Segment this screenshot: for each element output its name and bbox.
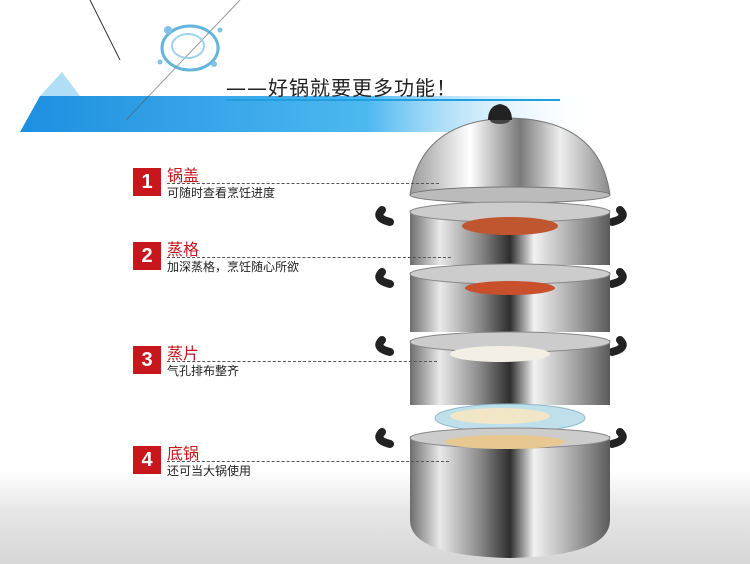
feature-number-badge: 3 <box>133 346 161 374</box>
floor-shadow <box>0 470 750 564</box>
feature-description: 还可当大锅使用 <box>167 464 252 478</box>
blue-swoosh <box>20 96 600 132</box>
feature-number-badge: 4 <box>133 446 161 474</box>
feature-title: 底锅 <box>167 444 200 463</box>
leader-line <box>167 257 451 258</box>
banner-art <box>20 0 600 132</box>
feature-description: 加深蒸格，烹饪随心所欲 <box>167 260 300 274</box>
feature-number-badge: 1 <box>133 168 161 196</box>
feature-title: 蒸格 <box>167 240 200 259</box>
water-splash-icon <box>157 24 223 72</box>
leader-line <box>167 183 439 184</box>
feature-title: 蒸片 <box>167 344 200 363</box>
feature-title: 锅盖 <box>167 166 200 185</box>
leader-line <box>167 361 437 362</box>
leader-line <box>167 461 449 462</box>
feature-description: 气孔排布整齐 <box>167 364 240 378</box>
feature-number-badge: 2 <box>133 242 161 270</box>
page-headline: ——好锅就要更多功能！ <box>226 76 457 100</box>
feature-description: 可随时查看烹饪进度 <box>167 186 276 200</box>
